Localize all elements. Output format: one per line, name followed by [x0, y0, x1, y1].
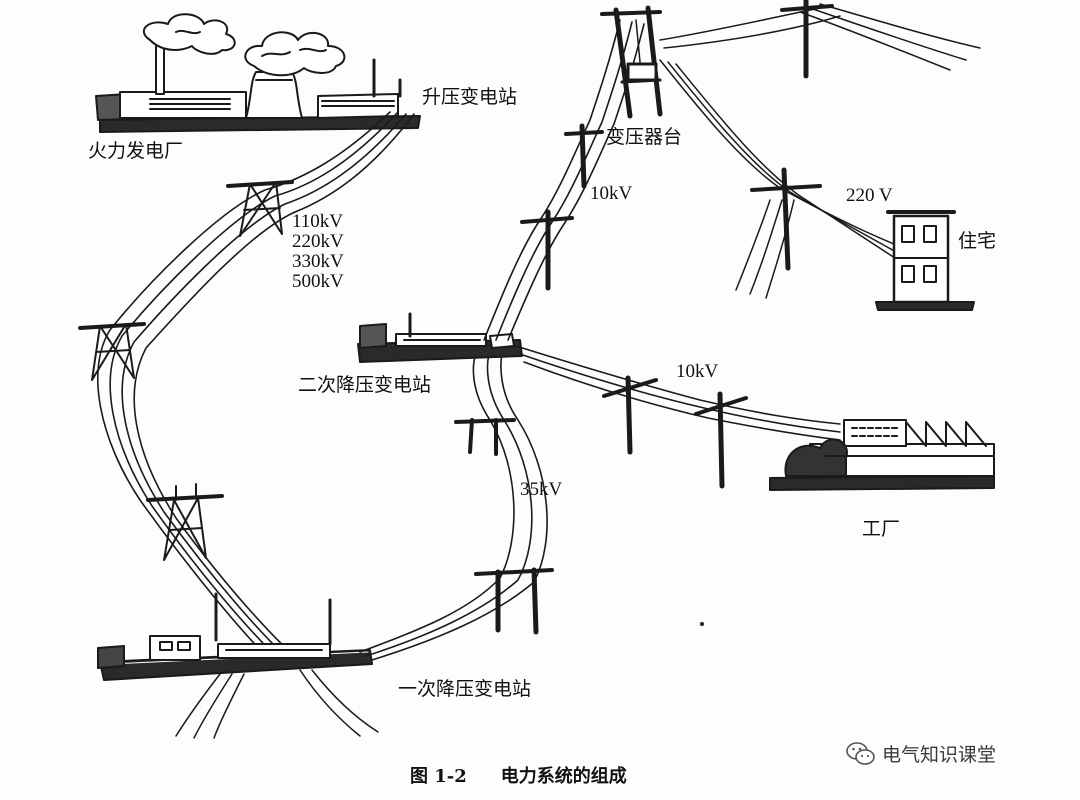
figure-title: 电力系统的组成 [500, 766, 627, 787]
pole-factory-b [694, 391, 748, 489]
voltage-10kv-factory: 10kV [676, 361, 719, 382]
voltage-10kv-upper: 10kV [590, 183, 633, 204]
voltage-110kv: 110kV [292, 211, 344, 232]
pole-10kv-a [520, 209, 574, 291]
wechat-icon [846, 741, 875, 765]
pole-top-right [780, 0, 834, 79]
watermark: 电气知识课堂 [846, 740, 996, 767]
label-secondary-substation: 二次降压变电站 [298, 374, 432, 396]
thermal-power-plant [95, 13, 421, 133]
watermark-text: 电气知识课堂 [882, 744, 997, 766]
lattice-tower-3 [146, 483, 224, 561]
label-residence: 住宅 [958, 230, 997, 252]
label-thermal-plant: 火力发电厂 [88, 140, 184, 162]
voltage-330kv: 330kV [292, 251, 344, 272]
distribution-lines-factory [515, 345, 841, 441]
pole-35kv-upper [454, 418, 516, 456]
feeder-lines-bottom [175, 669, 379, 739]
pole-10kv-b [564, 123, 604, 189]
label-factory: 工厂 [862, 518, 901, 540]
subtransmission-lines [359, 345, 548, 661]
pole-residence-feed [750, 167, 822, 271]
figure-number: 图 1-2 [410, 766, 467, 787]
primary-substation [97, 592, 373, 681]
lattice-tower-2 [78, 322, 146, 381]
label-transformer-platform: 变压器台 [606, 126, 683, 148]
low-voltage-lines [659, 3, 981, 299]
transformer-platform [600, 5, 663, 119]
label-primary-substation: 一次降压变电站 [398, 678, 532, 700]
secondary-substation [357, 312, 523, 363]
voltage-220kv: 220kV [292, 231, 344, 252]
factory-building [769, 419, 995, 491]
lattice-tower-1 [226, 180, 294, 237]
distribution-lines-upper [483, 19, 645, 341]
residence-building [875, 210, 975, 311]
pole-35kv-lower [474, 567, 554, 635]
label-stepup-substation: 升压变电站 [422, 86, 518, 108]
transmission-voltage-list: 110kV 220kV 330kV 500kV [292, 212, 344, 292]
voltage-220v: 220 V [846, 185, 893, 206]
figure-caption: 图 1-2 电力系统的组成 [410, 762, 627, 788]
voltage-35kv: 35kV [520, 479, 563, 500]
pole-factory-a [602, 375, 658, 455]
voltage-500kv: 500kV [292, 271, 344, 292]
